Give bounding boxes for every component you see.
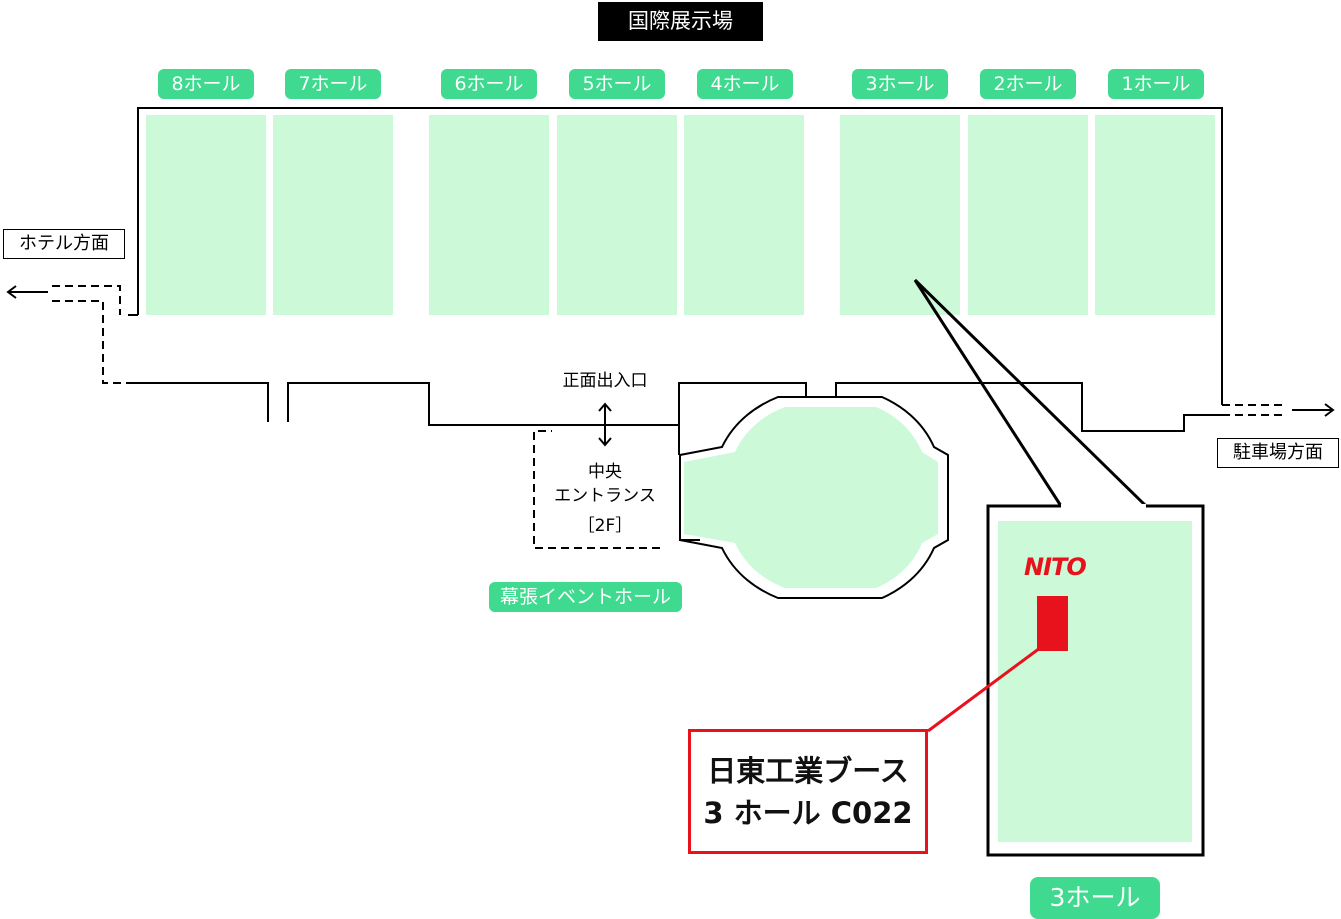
hall-area-7[interactable]: [273, 115, 393, 315]
booth-callout[interactable]: 日東工業ブース 3 ホール C022: [688, 729, 928, 854]
booth-location: 3 ホール C022: [703, 796, 913, 830]
main-entrance-label: 正面出入口: [562, 371, 648, 391]
booth-leader-line: [927, 646, 1041, 733]
hall-areas: [146, 115, 1215, 315]
event-hall-area[interactable]: [684, 407, 938, 588]
central-entrance-label-line2: エントランス: [554, 486, 656, 506]
central-entrance-label-line1: 中央: [588, 462, 622, 482]
hall-area-2[interactable]: [968, 115, 1088, 315]
event-hall-outline: [679, 396, 949, 599]
zoom-callout: [913, 278, 1148, 508]
hall-label-2[interactable]: 2ホール: [980, 69, 1076, 99]
building-outline: [137, 107, 1223, 405]
hall-area-4[interactable]: [684, 115, 804, 315]
parking-direction-label: 駐車場方面: [1217, 438, 1339, 468]
zoom-hall-label[interactable]: 3ホール: [1030, 877, 1160, 919]
corridor-outline: [133, 382, 1222, 541]
hall-area-1[interactable]: [1095, 115, 1215, 315]
dashed-paths: [52, 285, 1282, 549]
event-hall-label[interactable]: 幕張イベントホール: [489, 582, 682, 612]
booth-name: 日東工業ブース: [707, 754, 909, 788]
direction-arrows: [6, 285, 1335, 447]
hall-label-5[interactable]: 5ホール: [569, 69, 665, 99]
hall-area-3[interactable]: [840, 115, 960, 315]
hall-area-5[interactable]: [557, 115, 677, 315]
hotel-direction-label: ホテル方面: [3, 229, 125, 259]
hall-label-3[interactable]: 3ホール: [852, 69, 948, 99]
hall-label-7[interactable]: 7ホール: [285, 69, 381, 99]
map-title: 国際展示場: [598, 2, 763, 41]
hall-label-4[interactable]: 4ホール: [697, 69, 793, 99]
hall-label-8[interactable]: 8ホール: [158, 69, 254, 99]
hall-area-8[interactable]: [146, 115, 266, 315]
booth-marker[interactable]: [1037, 596, 1068, 651]
hall-label-1[interactable]: 1ホール: [1108, 69, 1204, 99]
hall-label-6[interactable]: 6ホール: [441, 69, 537, 99]
nito-logo: NITO: [1024, 553, 1087, 581]
central-entrance-floor: ［2F］: [577, 516, 633, 536]
zoom-hall-area[interactable]: [998, 521, 1192, 842]
hall-area-6[interactable]: [429, 115, 549, 315]
